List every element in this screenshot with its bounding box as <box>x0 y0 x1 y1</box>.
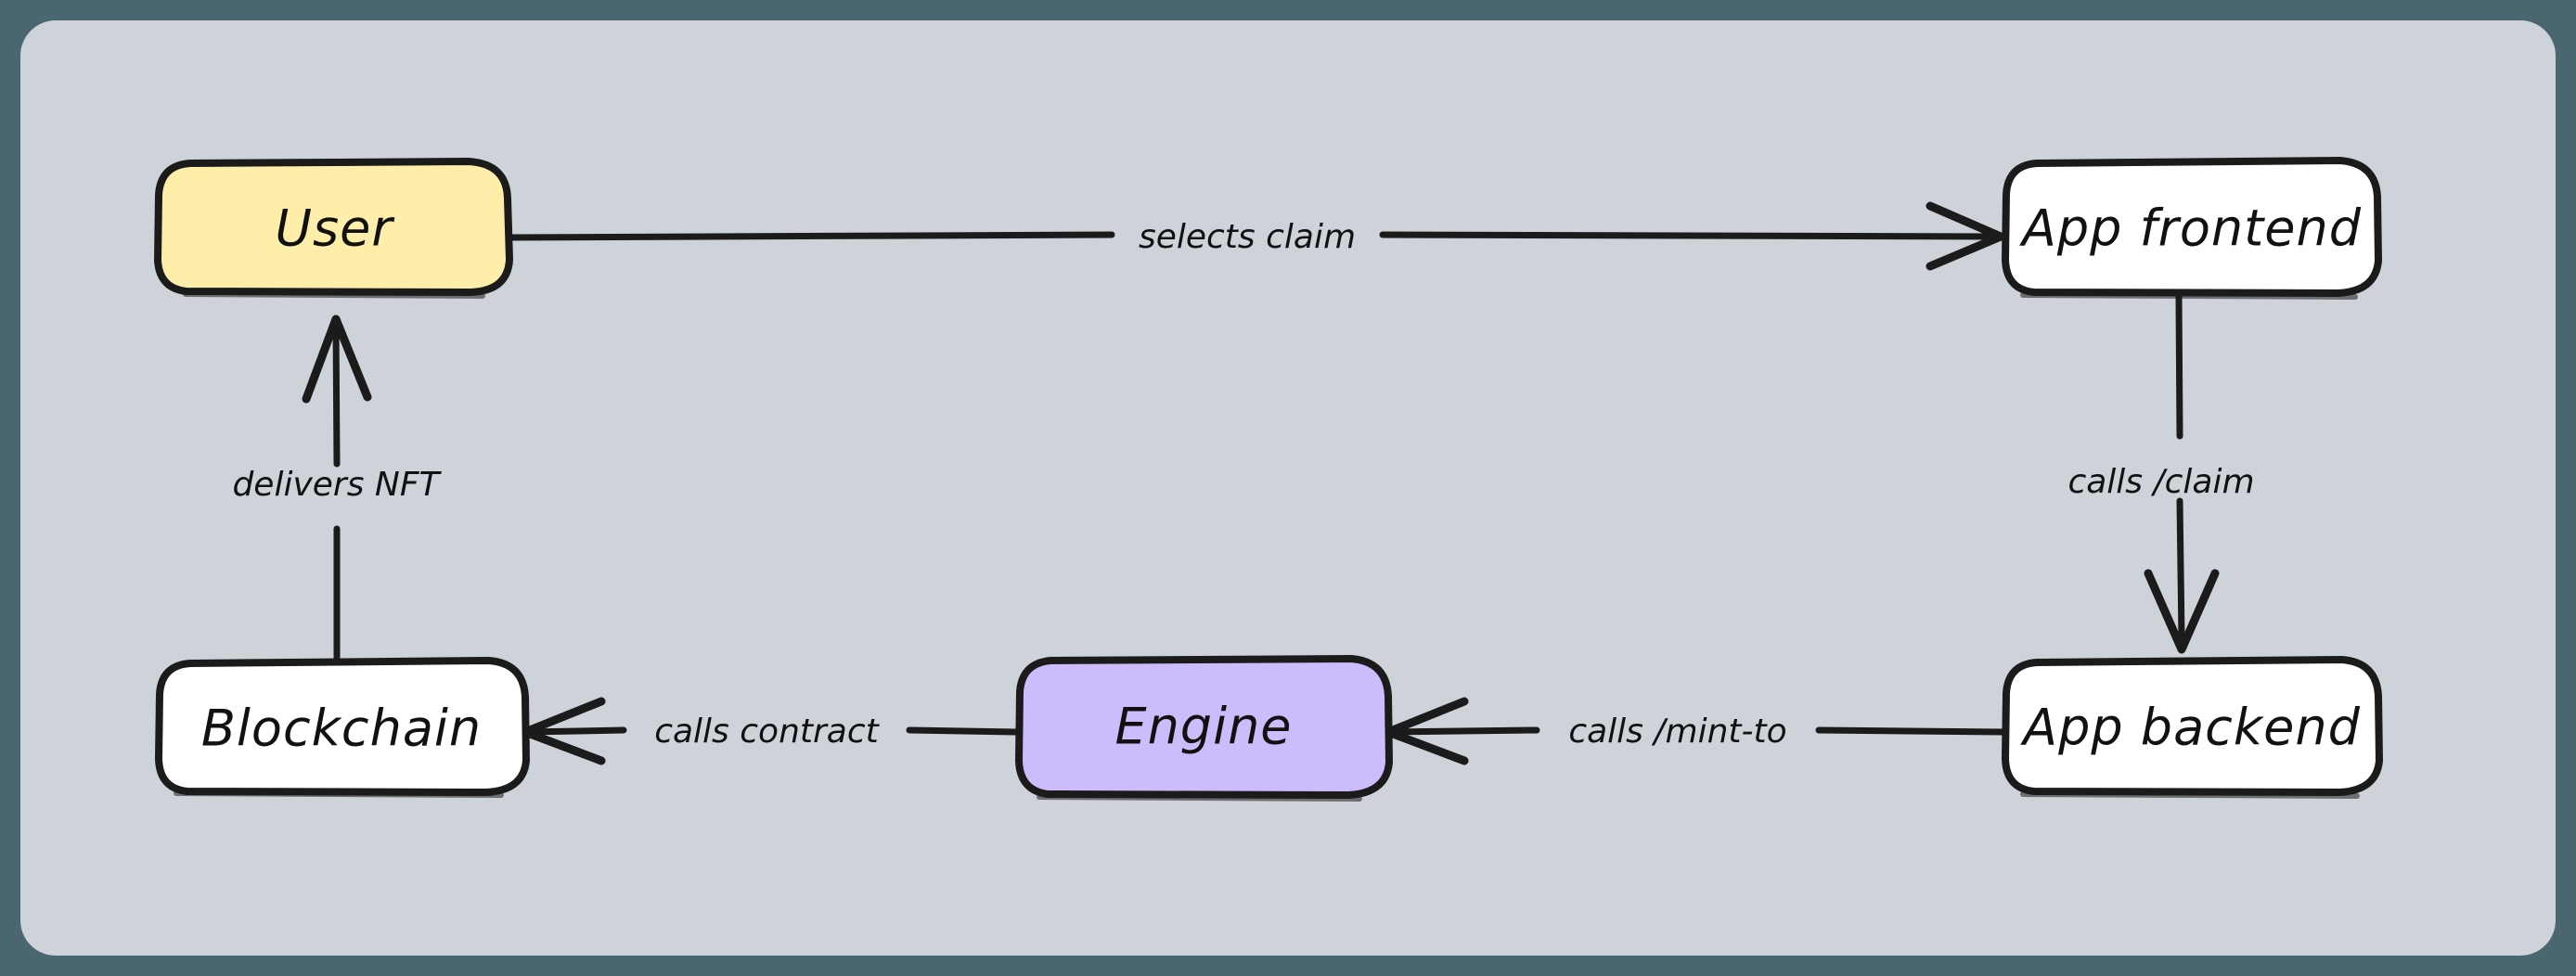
edge-label-blockchain-user: delivers NFT <box>232 466 442 504</box>
edge-user-frontend: selects claim <box>505 201 2008 271</box>
edge-label-user-frontend: selects claim <box>1139 218 1356 256</box>
node-blockchain[interactable]: Blockchain <box>155 657 530 798</box>
arrowhead-right-frontend <box>1926 201 2005 271</box>
node-backend[interactable]: App backend <box>2002 656 2383 799</box>
edge-frontend-backend: calls /claim <box>2067 293 2255 654</box>
edge-line-user-frontend <box>505 231 2008 241</box>
edge-line-blockchain-user <box>332 319 341 670</box>
edge-label-engine-blockchain: calls contract <box>654 713 880 751</box>
node-frontend-box <box>2002 157 2382 297</box>
edge-line-backend-engine <box>1386 726 2006 736</box>
node-frontend[interactable]: App frontend <box>2002 157 2382 300</box>
edge-blockchain-user: delivers NFT <box>232 315 443 670</box>
node-engine[interactable]: Engine <box>1015 655 1393 802</box>
node-user-label: User <box>275 199 394 258</box>
arrowhead-down-backend <box>2144 569 2220 654</box>
node-user[interactable]: User <box>154 158 513 299</box>
edge-line-engine-blockchain <box>523 726 1020 736</box>
node-backend-label: App backend <box>2020 699 2361 757</box>
node-backend-box <box>2002 656 2383 796</box>
node-user-box <box>154 158 513 296</box>
edge-engine-blockchain: calls contract <box>521 697 1020 765</box>
edge-backend-engine: calls /mint-to <box>1384 697 2006 765</box>
node-blockchain-label: Blockchain <box>201 700 482 758</box>
edge-label-backend-engine: calls /mint-to <box>1568 713 1786 751</box>
node-engine-label: Engine <box>1114 698 1292 756</box>
node-blockchain-box <box>155 657 530 796</box>
edge-line-frontend-backend <box>2175 293 2185 642</box>
node-engine-box <box>1015 655 1393 799</box>
edge-label-frontend-backend: calls /claim <box>2067 463 2254 501</box>
arrowhead-up-user <box>302 315 372 404</box>
node-frontend-label: App frontend <box>2019 199 2362 258</box>
